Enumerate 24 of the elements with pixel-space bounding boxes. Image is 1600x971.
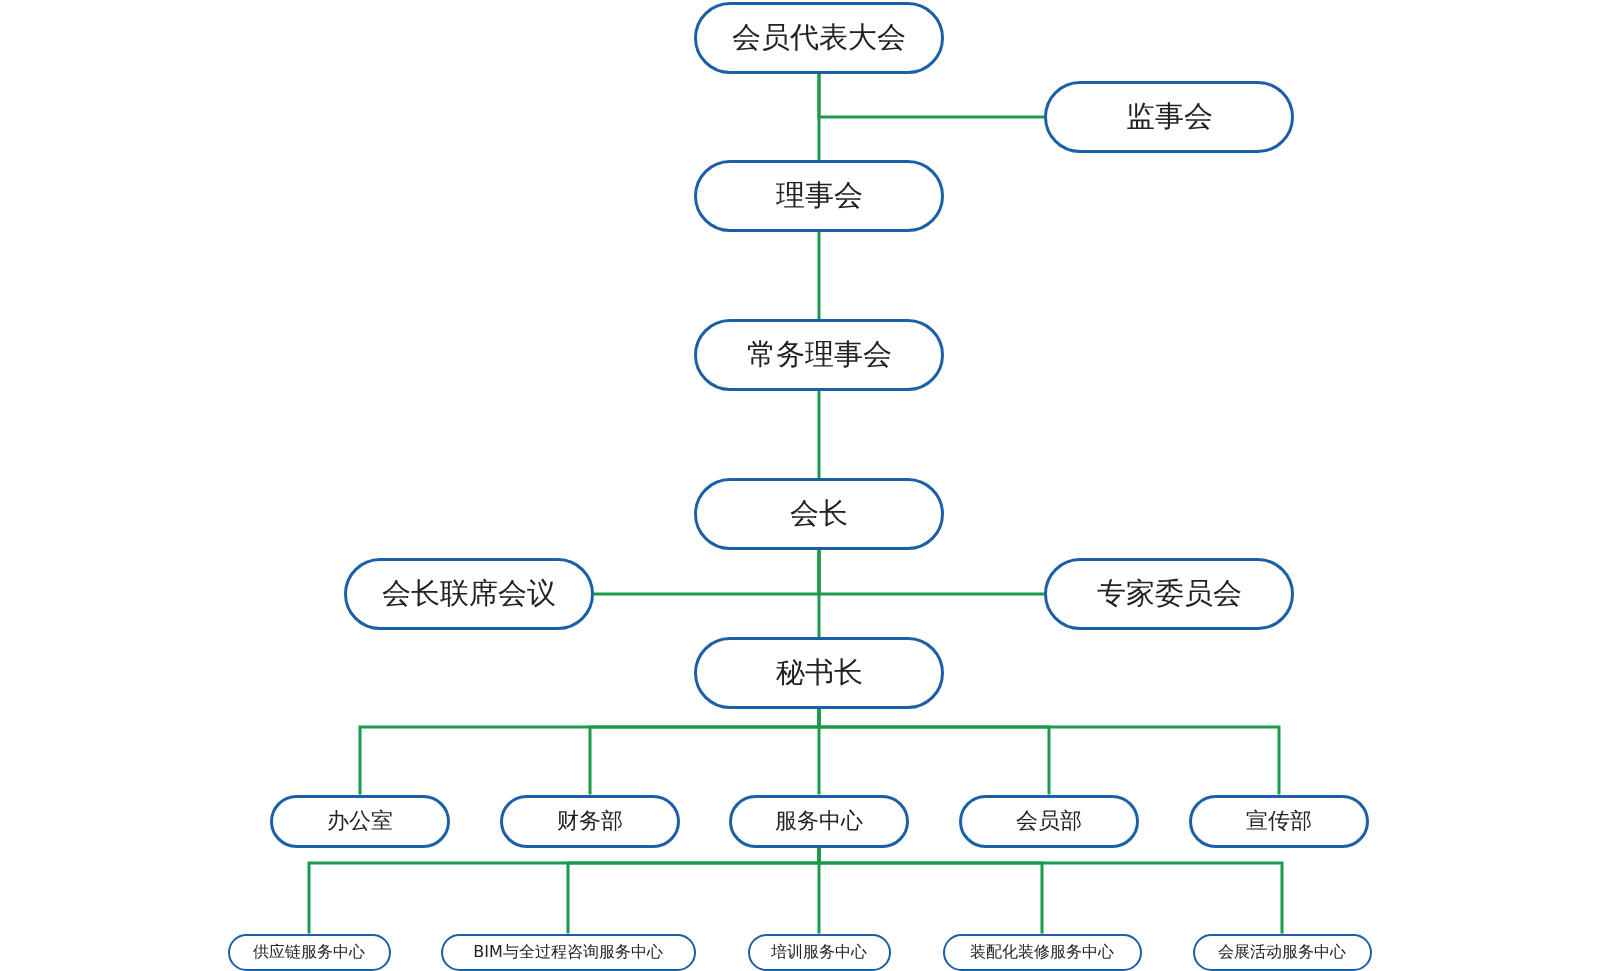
org-box: 会长联席会议 bbox=[344, 558, 594, 630]
org-box: 供应链服务中心 bbox=[227, 933, 391, 971]
connector-line bbox=[817, 391, 821, 478]
connector-line bbox=[817, 74, 821, 160]
org-box: 秘书长 bbox=[694, 637, 944, 709]
org-box: 服务中心 bbox=[729, 794, 909, 848]
org-box: 常务理事会 bbox=[694, 319, 944, 391]
org-box: 会长 bbox=[694, 478, 944, 550]
org-box: BIM与全过程咨询服务中心 bbox=[440, 933, 696, 971]
org-box: 宣传部 bbox=[1189, 794, 1369, 848]
org-box: 专家委员会 bbox=[1044, 558, 1294, 630]
org-box: 培训服务中心 bbox=[747, 933, 891, 971]
org-box: 财务部 bbox=[500, 794, 680, 848]
org-box: 监事会 bbox=[1044, 81, 1294, 153]
org-box: 会员部 bbox=[959, 794, 1139, 848]
connector-line bbox=[817, 847, 1284, 934]
connector-line bbox=[817, 550, 821, 637]
org-box: 会展活动服务中心 bbox=[1192, 933, 1372, 971]
connector-line bbox=[817, 232, 821, 319]
org-box: 办公室 bbox=[270, 794, 450, 848]
org-box: 理事会 bbox=[694, 160, 944, 232]
connector-line bbox=[817, 709, 1281, 795]
org-box: 装配化装修服务中心 bbox=[942, 933, 1142, 971]
org-box: 会员代表大会 bbox=[694, 2, 944, 74]
